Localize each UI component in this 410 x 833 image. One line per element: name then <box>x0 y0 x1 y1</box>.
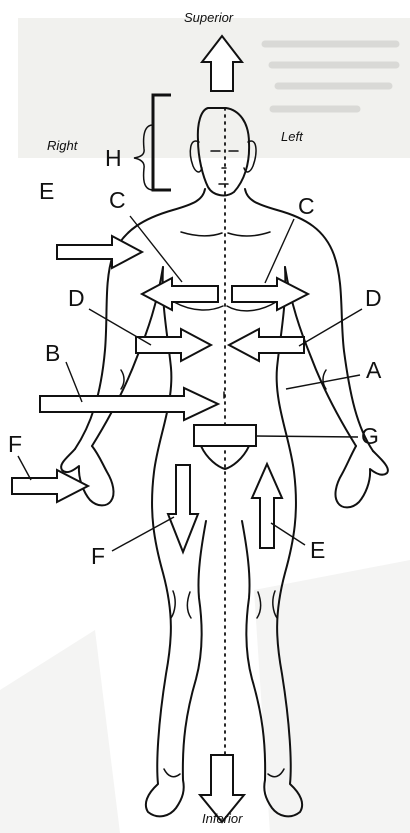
label-h: H <box>105 145 122 171</box>
superior-label: Superior <box>184 10 234 25</box>
label-a: A <box>366 357 382 383</box>
left-label: Left <box>281 129 304 144</box>
label-e-upper: E <box>39 178 54 204</box>
label-c-left: C <box>109 187 126 213</box>
label-f-lower: F <box>91 543 105 569</box>
label-d-right: D <box>365 285 382 311</box>
paper-shadow-right <box>254 560 410 833</box>
label-b: B <box>45 340 60 366</box>
leader-line-g <box>255 436 358 437</box>
label-e-lower: E <box>310 537 325 563</box>
label-d-left: D <box>68 285 85 311</box>
inferior-label: Inferior <box>202 811 243 826</box>
label-f-left: F <box>8 431 22 457</box>
label-c-right: C <box>298 193 315 219</box>
label-g: G <box>361 423 379 449</box>
right-label: Right <box>47 138 79 153</box>
region-box-g <box>194 425 256 446</box>
